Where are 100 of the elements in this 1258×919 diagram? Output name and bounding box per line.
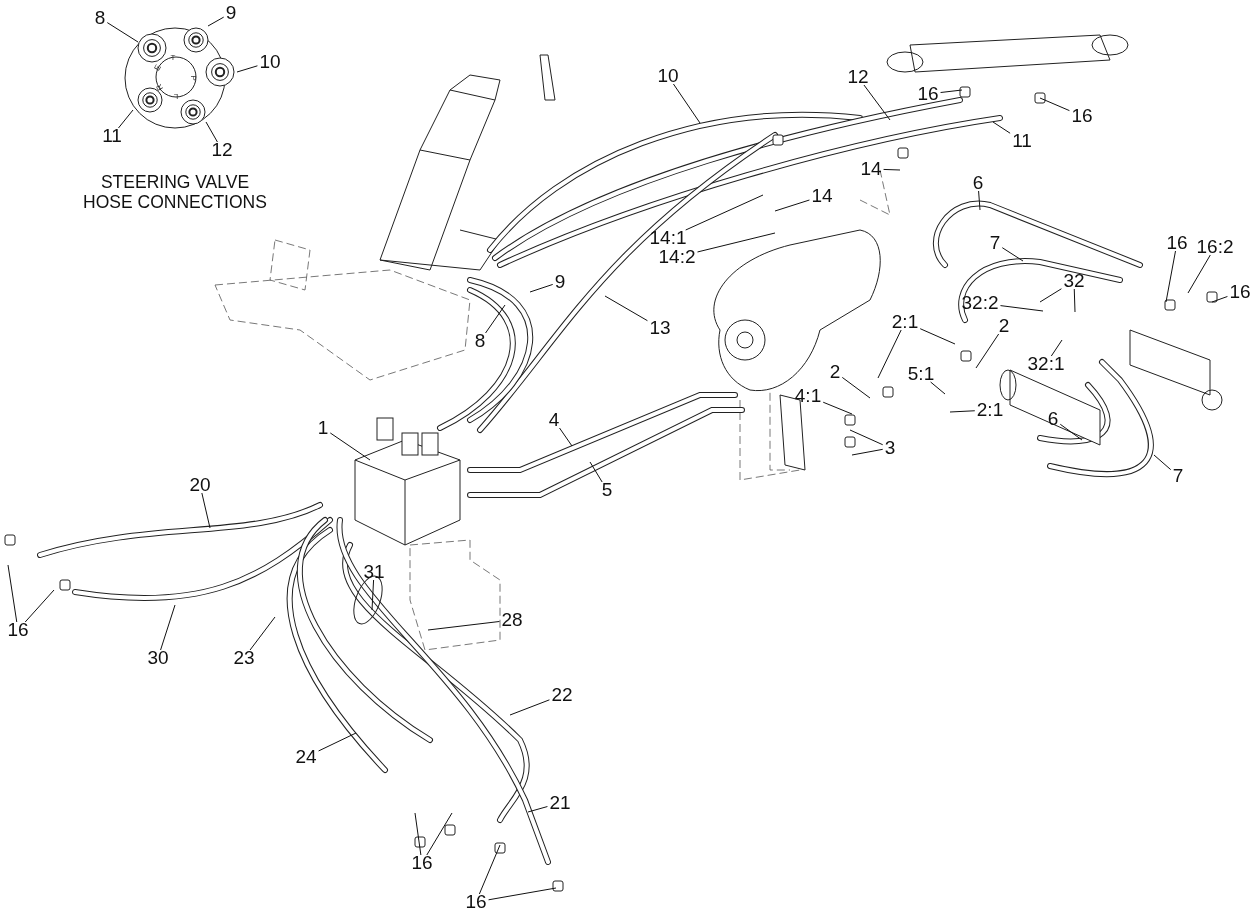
port-letter: P <box>189 75 197 81</box>
callout-number: 2 <box>828 362 842 382</box>
callout-number: 10 <box>656 66 680 86</box>
leader-line <box>1165 250 1176 303</box>
leader-line <box>160 604 176 651</box>
callout-number: 10 <box>258 52 282 72</box>
leader-line <box>992 121 1011 134</box>
callout-number: 12 <box>210 140 234 160</box>
callout-number: 2 <box>997 316 1011 336</box>
leader-line <box>414 812 422 856</box>
leader-line <box>1211 296 1228 303</box>
callout-number: 13 <box>648 318 672 338</box>
leader-line <box>117 109 134 129</box>
leader-line <box>1039 97 1070 112</box>
leader-line <box>1001 247 1024 262</box>
callout-number: 23 <box>232 648 256 668</box>
callout-number: 20 <box>188 475 212 495</box>
leader-line <box>426 812 453 856</box>
leader-line <box>249 616 276 651</box>
callout-number: 30 <box>146 648 170 668</box>
callout-number: 32:2 <box>960 293 1000 313</box>
callout-number: 7 <box>988 233 1002 253</box>
callout-number: 5 <box>600 480 614 500</box>
leader-line <box>851 448 884 456</box>
callout-number: 11 <box>101 126 123 146</box>
leader-line <box>930 381 946 395</box>
leader-line <box>589 461 603 483</box>
callout-number: 32 <box>1062 271 1086 291</box>
callout-number: 8 <box>93 8 107 28</box>
leader-line <box>201 492 211 529</box>
callout-number: 11 <box>1011 131 1033 151</box>
leader-line <box>919 328 956 345</box>
callout-number: 16 <box>464 892 488 912</box>
leader-line <box>106 22 139 43</box>
callout-number: 7 <box>1171 466 1185 486</box>
callout-number: 5:1 <box>906 364 936 384</box>
callout-number: 14:1 <box>648 228 688 248</box>
callout-number: 14:2 <box>657 247 697 267</box>
leader-line <box>24 589 55 623</box>
leader-line <box>697 232 776 253</box>
leader-line <box>975 333 1000 369</box>
callout-number: 16:2 <box>1195 237 1235 257</box>
callout-number: 1 <box>316 418 330 438</box>
callout-number: 16 <box>410 853 434 873</box>
leader-line <box>841 376 871 399</box>
leader-line <box>1073 288 1076 313</box>
callout-number: 3 <box>883 438 897 458</box>
leader-line <box>478 844 501 895</box>
callout-number: 6 <box>1046 409 1060 429</box>
callout-number: 28 <box>500 610 524 630</box>
callout-number: 4:1 <box>793 386 823 406</box>
callout-number: 14 <box>810 186 834 206</box>
leader-line <box>1059 423 1083 441</box>
leader-line <box>978 190 981 211</box>
port-letter: T <box>170 54 176 62</box>
leader-line <box>207 16 225 27</box>
callout-number: 16 <box>1165 233 1189 253</box>
leader-line <box>329 432 371 461</box>
callout-number: 2:1 <box>975 400 1005 420</box>
callout-number: 4 <box>547 410 561 430</box>
leader-line <box>774 199 810 212</box>
callout-number: 32:1 <box>1026 354 1066 374</box>
leader-line <box>485 304 506 334</box>
port-letter: R <box>155 82 165 92</box>
callout-number: 22 <box>550 685 574 705</box>
inset-caption: STEERING VALVE HOSE CONNECTIONS <box>82 172 268 212</box>
leader-line <box>371 579 375 611</box>
callout-number: 16 <box>6 620 30 640</box>
leader-line <box>822 401 853 415</box>
callout-number: 31 <box>362 562 386 582</box>
callout-number: 8 <box>473 331 487 351</box>
callout-number: 21 <box>548 793 572 813</box>
leader-line <box>318 732 357 752</box>
callout-number: 16 <box>1228 282 1252 302</box>
leader-line <box>205 121 218 143</box>
leader-line <box>509 699 550 716</box>
leader-line <box>604 295 648 322</box>
leader-line <box>1000 305 1044 312</box>
leader-line <box>527 806 548 813</box>
leader-line <box>236 65 258 73</box>
leader-line <box>672 83 701 124</box>
callout-number: 14 <box>859 159 883 179</box>
leader-line <box>685 194 764 231</box>
leader-line <box>883 168 901 171</box>
leader-line <box>559 427 573 447</box>
callout-number: 24 <box>294 747 318 767</box>
leader-line <box>940 89 963 93</box>
callout-number: 9 <box>224 3 238 23</box>
callout-number: 2:1 <box>890 312 920 332</box>
port-letter: E <box>153 63 163 73</box>
leader-line <box>529 283 554 293</box>
leader-line <box>1039 288 1062 303</box>
leader-line <box>427 621 500 631</box>
port-letter: L <box>173 92 179 100</box>
callout-number: 16 <box>1070 106 1094 126</box>
callout-number: 6 <box>971 173 985 193</box>
callout-number: 9 <box>553 272 567 292</box>
callout-number: 16 <box>916 84 940 104</box>
leader-line <box>849 429 884 446</box>
leader-line <box>877 329 902 379</box>
